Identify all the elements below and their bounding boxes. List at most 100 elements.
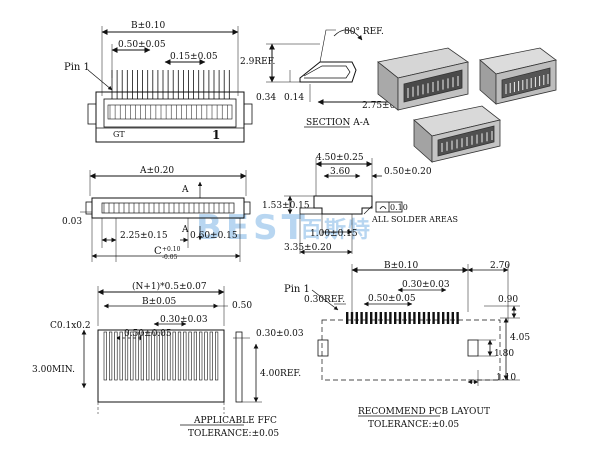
- ffc-trace: [172, 331, 176, 381]
- ffc-tolerance: TOLERANCE:±0.05: [188, 429, 279, 439]
- d050-label: 0.50±0.20: [384, 167, 432, 177]
- angle-label: 80° REF.: [344, 27, 384, 37]
- pcb-d180: 1.80: [494, 349, 514, 359]
- pcb-d030ref: 0.30REF.: [304, 295, 345, 305]
- ffc-d300min: 3.00MIN.: [32, 365, 75, 375]
- ffc-trace: [188, 331, 192, 381]
- ffc-d400ref: 4.00REF.: [260, 369, 301, 379]
- pcb-mount-left: [317, 339, 329, 357]
- ffc-trace: [130, 331, 134, 381]
- dim-pitch-label: 0.50±0.05: [118, 40, 166, 50]
- dim-225-label: 2.25±0.15: [120, 231, 168, 241]
- pcb-pad: [350, 312, 354, 324]
- ffc-d030a: 0.30±0.03: [160, 315, 208, 325]
- d100-label: 1.00±0.15: [310, 229, 358, 239]
- ffc-trace: [199, 331, 203, 381]
- pcb-mount-right: [467, 339, 479, 357]
- top-view-pins: [111, 70, 230, 99]
- dim-a-label: A±0.20: [139, 166, 174, 176]
- ffc-trace: [209, 331, 213, 381]
- d014-label: 0.14: [284, 93, 304, 103]
- watermark-cjk: 百斯特: [300, 217, 372, 243]
- dim-c-tol-minus: -0.05: [162, 254, 178, 261]
- pcb-pad: [437, 312, 440, 324]
- pcb-pad: [451, 312, 454, 324]
- h-ref-label: 2.9REF.: [240, 57, 276, 67]
- ffc-title: APPLICABLE FFC: [193, 416, 277, 426]
- ffc-chamfer: C0.1x0.2: [50, 321, 91, 331]
- ffc-body: [97, 329, 225, 403]
- ffc-trace: [177, 331, 182, 381]
- section-mark-bottom: A: [181, 225, 189, 235]
- connector-front-view: [80, 170, 251, 262]
- ffc-side: [235, 331, 243, 403]
- pcb-title: RECOMMEND PCB LAYOUT: [358, 407, 490, 417]
- pcb-pad: [408, 312, 411, 324]
- flatness-value: 0.10: [390, 203, 408, 212]
- pcb-pad: [379, 312, 382, 324]
- ffc-d030b: 0.30±0.03: [256, 329, 304, 339]
- pcb-dim-b: B±0.10: [384, 261, 418, 271]
- iso-view-front: [377, 47, 469, 111]
- dim-003-label: 0.03: [62, 217, 82, 227]
- pcb-pad: [365, 312, 368, 324]
- ffc-trace: [119, 331, 123, 381]
- pcb-pad: [394, 312, 397, 324]
- pcb-pad: [355, 312, 358, 324]
- pcb-pad: [432, 312, 435, 324]
- isometric-illustrations: [377, 47, 557, 163]
- pcb-pad: [403, 312, 406, 324]
- d450-label: 4.50±0.25: [316, 153, 364, 163]
- section-profile: [299, 61, 357, 83]
- watermark-latin: BEST: [196, 208, 309, 248]
- ffc-pitch: 0.50±0.05: [124, 329, 172, 339]
- ffc-trace: [146, 331, 150, 381]
- d034-label: 0.34: [256, 93, 276, 103]
- connector-side-view: [284, 158, 403, 255]
- pcb-pad: [374, 312, 378, 324]
- ffc-trace: [156, 331, 160, 381]
- pcb-d090: 0.90: [498, 295, 518, 305]
- pin-one-marker: 1: [212, 128, 220, 142]
- pcb-outline: [321, 319, 501, 381]
- ffc-trace: [193, 331, 198, 381]
- dim-c-tol-plus: +0.10: [162, 246, 181, 253]
- iso-view-back: [479, 47, 557, 105]
- pcb-tolerance: TOLERANCE:±0.05: [368, 420, 459, 430]
- pcb-d050: 0.50±0.05: [368, 294, 416, 304]
- dim-c-label: C: [154, 246, 162, 257]
- pcb-pad: [346, 312, 349, 324]
- d153-label: 1.53±0.15: [262, 201, 310, 211]
- pcb-d030: 0.30±0.03: [402, 280, 450, 290]
- section-title: SECTION A-A: [306, 118, 370, 128]
- ffc-trace: [151, 331, 155, 381]
- pcb-d110: 1.10: [496, 373, 516, 383]
- ffc-total-pitch: (N+1)*0.5±0.07: [132, 281, 207, 292]
- pcb-pin1: Pin 1: [284, 284, 310, 295]
- pcb-pad: [389, 312, 392, 324]
- pcb-pad: [384, 312, 387, 324]
- dim-width-label: 0.15±0.05: [170, 52, 218, 62]
- ffc-trace: [183, 331, 187, 381]
- connector-top-view: [87, 26, 253, 143]
- dim-060-label: 0.60±0.15: [190, 231, 238, 241]
- pcb-pad: [442, 312, 445, 324]
- section-a-a-view: [266, 29, 399, 128]
- pcb-pad: [456, 312, 459, 324]
- pcb-pad: [370, 312, 373, 324]
- ffc-d050: 0.50: [232, 301, 252, 311]
- ffc-trace: [162, 331, 166, 381]
- ffc-trace: [215, 331, 219, 381]
- d275-label: 2.75±0.15: [362, 101, 410, 111]
- gt-label: GT: [113, 130, 125, 139]
- pcb-pad: [360, 312, 363, 324]
- ffc-trace: [204, 331, 208, 381]
- iso-view-bottom: [413, 105, 501, 163]
- ffc-trace: [114, 331, 118, 381]
- pcb-layout-view: [311, 264, 520, 417]
- applicable-ffc-view: [81, 286, 262, 426]
- pcb-pad: [398, 312, 402, 324]
- ffc-trace: [140, 331, 145, 381]
- pcb-pad: [413, 312, 416, 324]
- pcb-pad: [418, 312, 421, 324]
